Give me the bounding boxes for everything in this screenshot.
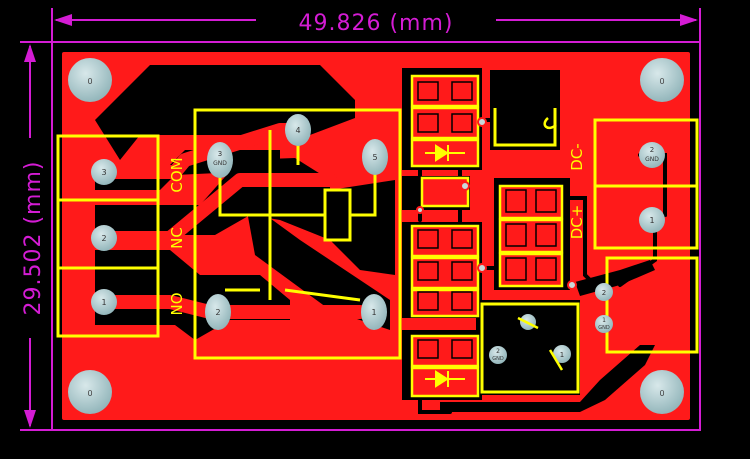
com-label: COM <box>168 157 186 192</box>
relay-pad-3-gnd: 3 GND <box>207 142 233 178</box>
terminal-pad-1: 1 <box>91 289 117 315</box>
jumper-pad-1-gnd: 1 GND <box>595 315 613 333</box>
dc-pad-2-gnd: 2 GND <box>639 142 665 168</box>
relay-pad-4: 4 <box>285 114 311 146</box>
svg-text:0: 0 <box>87 389 92 398</box>
capacitor-mark <box>543 117 557 130</box>
smd-pads <box>417 81 557 359</box>
height-label-bg <box>18 138 44 338</box>
svg-text:1: 1 <box>101 298 106 307</box>
board-outline <box>51 41 701 431</box>
led-diode-bottom <box>425 370 465 388</box>
copper-traces <box>98 123 367 319</box>
width-label-bg <box>256 10 496 32</box>
dc-pad-1: 1 <box>639 207 665 233</box>
svg-text:0: 0 <box>659 389 664 398</box>
dc-minus-label: DC- <box>568 143 586 170</box>
relay-outline <box>193 108 402 360</box>
terminal-pad-2: 2 <box>91 225 117 251</box>
transistor-pad-1: 1 <box>553 345 571 363</box>
width-label: 49.826 (mm) <box>299 11 454 36</box>
jumper-block-outline <box>605 256 699 354</box>
mount-hole-top-right: 0 <box>640 58 684 102</box>
height-label: 29.502 (mm) <box>21 161 46 316</box>
svg-text:GND: GND <box>645 156 659 163</box>
svg-text:2: 2 <box>496 348 500 355</box>
transistor-diode-mark <box>517 316 564 371</box>
svg-text:1: 1 <box>649 216 654 225</box>
mount-hole-bottom-left: 0 <box>68 370 112 414</box>
svg-text:GND: GND <box>492 356 504 362</box>
coil-windings <box>498 71 558 108</box>
svg-text:2: 2 <box>215 308 220 317</box>
svg-text:3: 3 <box>101 168 106 177</box>
svg-text:4: 4 <box>295 126 300 135</box>
transistor-outline <box>480 302 580 394</box>
relay-pad-1: 1 <box>361 294 387 330</box>
svg-text:1: 1 <box>602 317 606 324</box>
mount-hole-top-left: 0 <box>68 58 112 102</box>
svg-text:0: 0 <box>87 77 92 86</box>
svg-text:2: 2 <box>602 289 606 297</box>
relay-pad-5: 5 <box>362 139 388 175</box>
svg-text:5: 5 <box>372 153 377 162</box>
nc-label: NC <box>168 227 186 249</box>
transistor-pad-2-gnd: 2 GND <box>489 346 507 364</box>
no-label: NO <box>168 292 186 315</box>
svg-text:0: 0 <box>659 77 664 86</box>
svg-text:GND: GND <box>213 160 227 167</box>
terminal-pad-3: 3 <box>91 159 117 185</box>
svg-text:1: 1 <box>371 308 376 317</box>
relay-pad-2: 2 <box>205 294 231 330</box>
vias <box>416 117 577 290</box>
svg-text:3: 3 <box>218 150 222 158</box>
jumper-pad-2: 2 <box>595 283 613 301</box>
mount-hole-bottom-right: 0 <box>640 370 684 414</box>
svg-text:2: 2 <box>650 146 654 154</box>
svg-text:GND: GND <box>598 325 610 331</box>
dc-plus-label: DC+ <box>568 205 586 240</box>
silkscreen-layer <box>56 108 699 394</box>
dc-terminal-outline <box>593 118 699 250</box>
led-diode-top <box>425 144 465 162</box>
svg-text:1: 1 <box>560 351 564 359</box>
svg-text:2: 2 <box>101 234 106 243</box>
